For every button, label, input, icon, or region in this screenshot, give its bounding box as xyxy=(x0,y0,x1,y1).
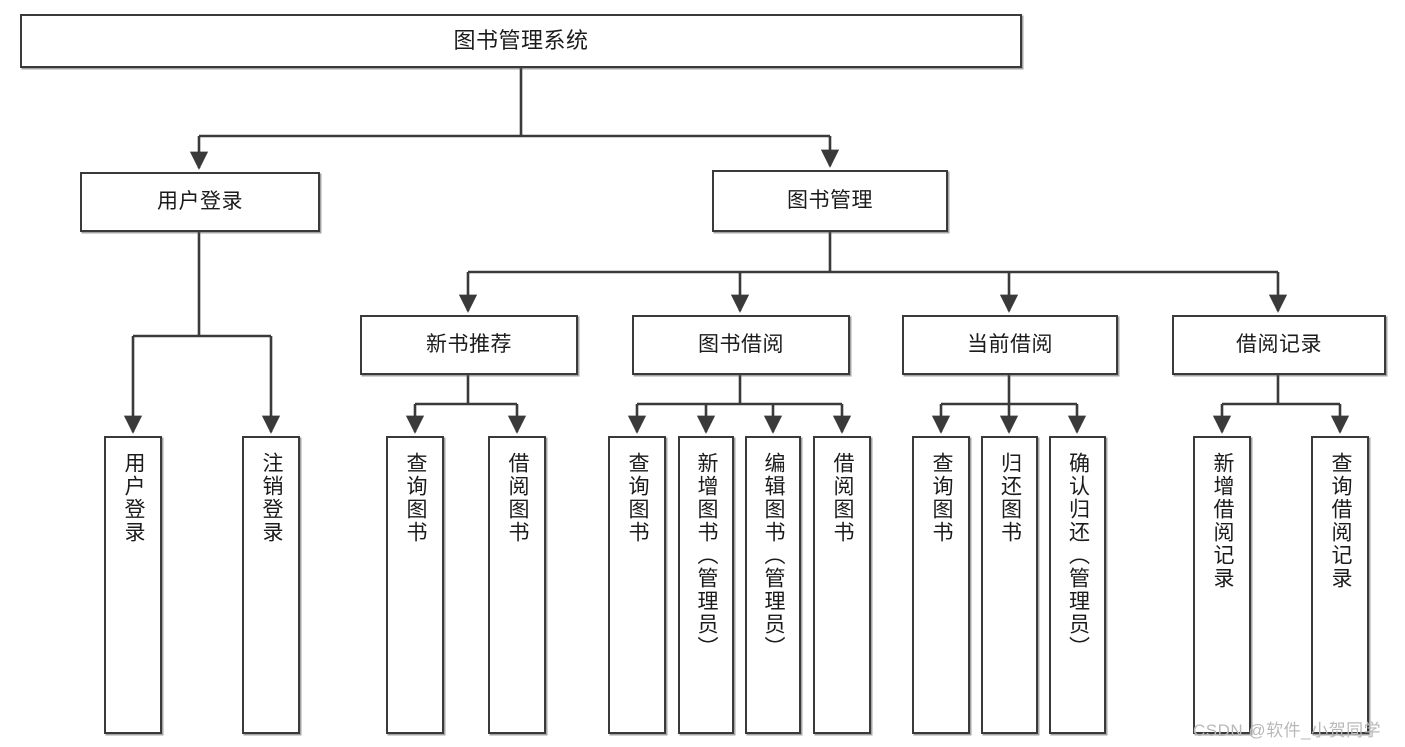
leaf-book-borrow-query-book[interactable]: 查询图书 xyxy=(608,436,666,734)
node-label: 查询图书 xyxy=(626,452,650,544)
leaf-new-book-query-book[interactable]: 查询图书 xyxy=(386,436,444,734)
node-borrow-record[interactable]: 借阅记录 xyxy=(1172,315,1386,375)
node-label: 查询图书 xyxy=(930,452,954,544)
node-label: 编辑图书（管理员） xyxy=(762,452,786,659)
node-book-management[interactable]: 图书管理 xyxy=(712,170,948,232)
leaf-current-borrow-return-book[interactable]: 归还图书 xyxy=(981,436,1038,734)
leaf-user-login-login[interactable]: 用户登录 xyxy=(104,436,162,734)
node-current-borrow[interactable]: 当前借阅 xyxy=(902,315,1118,375)
leaf-book-borrow-edit-book-admin[interactable]: 编辑图书（管理员） xyxy=(745,436,801,734)
node-label: 新增借阅记录 xyxy=(1211,452,1235,590)
leaf-borrow-record-query-record[interactable]: 查询借阅记录 xyxy=(1311,436,1369,734)
leaf-book-borrow-borrow-book[interactable]: 借阅图书 xyxy=(813,436,871,734)
node-label: 图书借阅 xyxy=(698,332,784,356)
leaf-borrow-record-add-record[interactable]: 新增借阅记录 xyxy=(1193,436,1251,734)
node-label: 用户登录 xyxy=(122,452,146,544)
node-label: 图书管理 xyxy=(787,188,873,212)
node-label: 查询借阅记录 xyxy=(1329,452,1353,590)
node-label: 借阅记录 xyxy=(1236,332,1322,356)
node-label: 查询图书 xyxy=(404,452,428,544)
node-label: 归还图书 xyxy=(998,452,1022,544)
node-label: 注销登录 xyxy=(260,452,284,544)
node-label: 借阅图书 xyxy=(506,452,530,544)
csdn-watermark: CSDN @软件_小贺同学 xyxy=(1193,721,1382,740)
node-label: 图书管理系统 xyxy=(453,28,589,54)
node-label: 新书推荐 xyxy=(426,332,512,356)
leaf-current-borrow-confirm-return-admin[interactable]: 确认归还（管理员） xyxy=(1049,436,1106,734)
node-root-book-management-system[interactable]: 图书管理系统 xyxy=(20,14,1022,68)
leaf-current-borrow-query-book[interactable]: 查询图书 xyxy=(912,436,970,734)
node-label: 借阅图书 xyxy=(831,452,855,544)
leaf-new-book-borrow-book[interactable]: 借阅图书 xyxy=(488,436,546,734)
node-label: 确认归还（管理员） xyxy=(1066,452,1090,659)
node-label: 当前借阅 xyxy=(967,332,1053,356)
node-label: 新增图书（管理员） xyxy=(695,452,719,659)
leaf-book-borrow-add-book-admin[interactable]: 新增图书（管理员） xyxy=(678,436,734,734)
node-user-login[interactable]: 用户登录 xyxy=(80,172,320,232)
node-label: 用户登录 xyxy=(157,189,243,213)
leaf-user-login-logout[interactable]: 注销登录 xyxy=(242,436,300,734)
node-new-book-recommend[interactable]: 新书推荐 xyxy=(360,315,578,375)
node-book-borrow[interactable]: 图书借阅 xyxy=(632,315,850,375)
